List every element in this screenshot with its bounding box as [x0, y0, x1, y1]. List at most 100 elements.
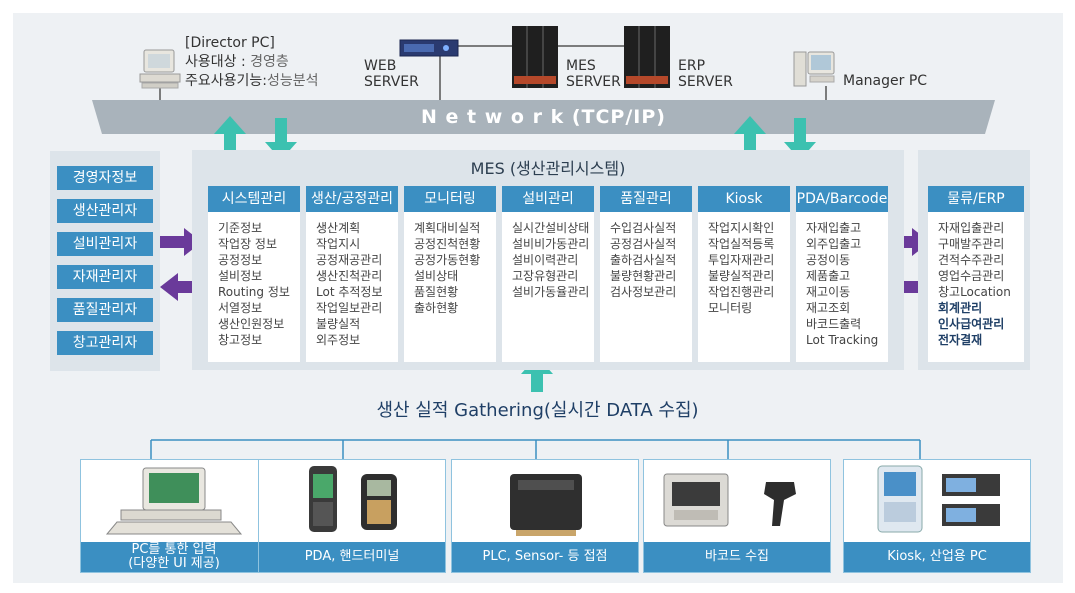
- pc-icon: [105, 467, 243, 535]
- mes-column-item: 실시간설비상태: [512, 221, 590, 235]
- gathering-title: 생산 실적 Gathering(실시간 DATA 수집): [376, 400, 699, 421]
- mes-server-icon: [512, 26, 558, 88]
- mes-column-item: 생산인원정보: [218, 317, 285, 331]
- arrow-down-left: [265, 118, 297, 160]
- mes-column-item: 모니터링: [708, 301, 753, 315]
- role-material-manager: 자재관리자: [57, 265, 153, 289]
- device-plc: PLC, Sensor- 등 접점: [451, 459, 639, 573]
- mes-column-item: 서열정보: [218, 301, 263, 315]
- mes-column-item: 자재입출고: [806, 221, 862, 235]
- web-server-label: WEB SERVER: [364, 58, 419, 90]
- mes-column-header: 시스템관리: [208, 186, 300, 212]
- director-line1: 사용대상 : 경영층: [185, 54, 289, 70]
- barcode-scanner-icon: [663, 473, 796, 527]
- network-bar: N e t w o r k (TCP/IP): [92, 100, 995, 134]
- mes-column-item: Routing 정보: [218, 285, 290, 299]
- mes-column-item: 투입자재관리: [708, 253, 775, 267]
- mes-column-item: 설비비가동관리: [512, 237, 590, 251]
- mes-column-item: 작업지시확인: [708, 221, 775, 235]
- mes-column-header: 모니터링: [404, 186, 496, 212]
- logistics-item-highlight: 회계관리: [938, 301, 983, 315]
- mes-column-item: 공정가동현황: [414, 253, 481, 267]
- mes-column-header: 품질관리: [600, 186, 692, 212]
- mes-column-item: 불량현황관리: [610, 269, 677, 283]
- mes-column-item: 작업진행관리: [708, 285, 775, 299]
- mes-column-item: 설비가동율관리: [512, 285, 590, 299]
- mes-column-item: Lot 추적정보: [316, 285, 383, 299]
- device-pc: PC를 통한 입력 (다양한 UI 제공): [80, 459, 268, 573]
- mes-column-item: 설비상태: [414, 269, 459, 283]
- erp-server-icon: [624, 26, 670, 88]
- device-barcode-label: 바코드 수집: [644, 542, 830, 572]
- mes-column-item: 공정재공관리: [316, 253, 383, 267]
- arrow-down-right: [784, 118, 816, 160]
- device-kiosk-label: Kiosk, 산업용 PC: [844, 542, 1030, 572]
- mes-column-item: 계획대비실적: [414, 221, 481, 235]
- plc-icon: [510, 474, 582, 536]
- mes-column-item: 공정정보: [218, 253, 263, 267]
- mes-column-item: 생산진척관리: [316, 269, 383, 283]
- logistics-item: 자재입출관리: [938, 221, 1005, 235]
- device-kiosk: Kiosk, 산업용 PC: [843, 459, 1031, 573]
- mes-column-header: Kiosk: [698, 186, 790, 212]
- mes-column-item: 재고조회: [806, 301, 851, 315]
- role-production-manager: 생산관리자: [57, 199, 153, 223]
- logistics-header: 물류/ERP: [928, 186, 1024, 212]
- mes-column-item: 품질현황: [414, 285, 459, 299]
- mes-column-item: 생산계획: [316, 221, 361, 235]
- network-bar-shape: [92, 100, 995, 134]
- device-plc-label: PLC, Sensor- 등 접점: [452, 542, 638, 572]
- mes-column-item: 불량실적관리: [708, 269, 775, 283]
- role-executive: 경영자정보: [57, 166, 153, 190]
- mes-column-item: 공정검사실적: [610, 237, 677, 251]
- mes-column-item: Lot Tracking: [806, 333, 879, 347]
- mes-column-item: 기준정보: [218, 221, 263, 235]
- arrow-up-right: [734, 116, 766, 160]
- kiosk-icon: [877, 465, 1000, 533]
- mes-column-item: 설비이력관리: [512, 253, 579, 267]
- mes-column-item: 공정이동: [806, 253, 851, 267]
- mes-column-item: 공정진척현황: [414, 237, 481, 251]
- mes-column-item: 불량실적: [316, 317, 361, 331]
- mes-column-header: 설비관리: [502, 186, 594, 212]
- role-equipment-manager: 설비관리자: [57, 232, 153, 256]
- director-line2: 주요사용기능:성능분석: [185, 73, 319, 89]
- arrow-right-roles: [160, 228, 202, 256]
- mes-column-item: 검사정보관리: [610, 285, 677, 299]
- device-pda-label: PDA, 핸드터미널: [259, 542, 445, 572]
- mes-column-item: 작업실적등록: [708, 237, 775, 251]
- manager-pc-label: Manager PC: [843, 73, 928, 89]
- mes-column-item: 작업일보관리: [316, 301, 383, 315]
- mes-server-label: MES SERVER: [566, 58, 621, 90]
- director-pc-icon: [139, 49, 181, 89]
- director-title: [Director PC]: [185, 35, 275, 51]
- device-pda: PDA, 핸드터미널: [258, 459, 446, 573]
- director-pc-info: [Director PC] 사용대상 : 경영층 주요사용기능:성능분석: [185, 34, 319, 91]
- mes-column-item: 출하검사실적: [610, 253, 677, 267]
- logistics-item: 구매발주관리: [938, 237, 1005, 251]
- mes-column-item: 고장유형관리: [512, 269, 579, 283]
- mes-column-item: 창고정보: [218, 333, 263, 347]
- logistics-item: 창고Location: [938, 285, 1011, 299]
- network-label: N e t w o r k (TCP/IP): [421, 106, 666, 128]
- mes-column-item: 설비정보: [218, 269, 263, 283]
- mes-column-item: 외주입출고: [806, 237, 862, 251]
- logistics-item: 견적수주관리: [938, 253, 1005, 267]
- device-pc-label: PC를 통한 입력 (다양한 UI 제공): [81, 542, 267, 572]
- mes-column-item: 작업지시: [316, 237, 361, 251]
